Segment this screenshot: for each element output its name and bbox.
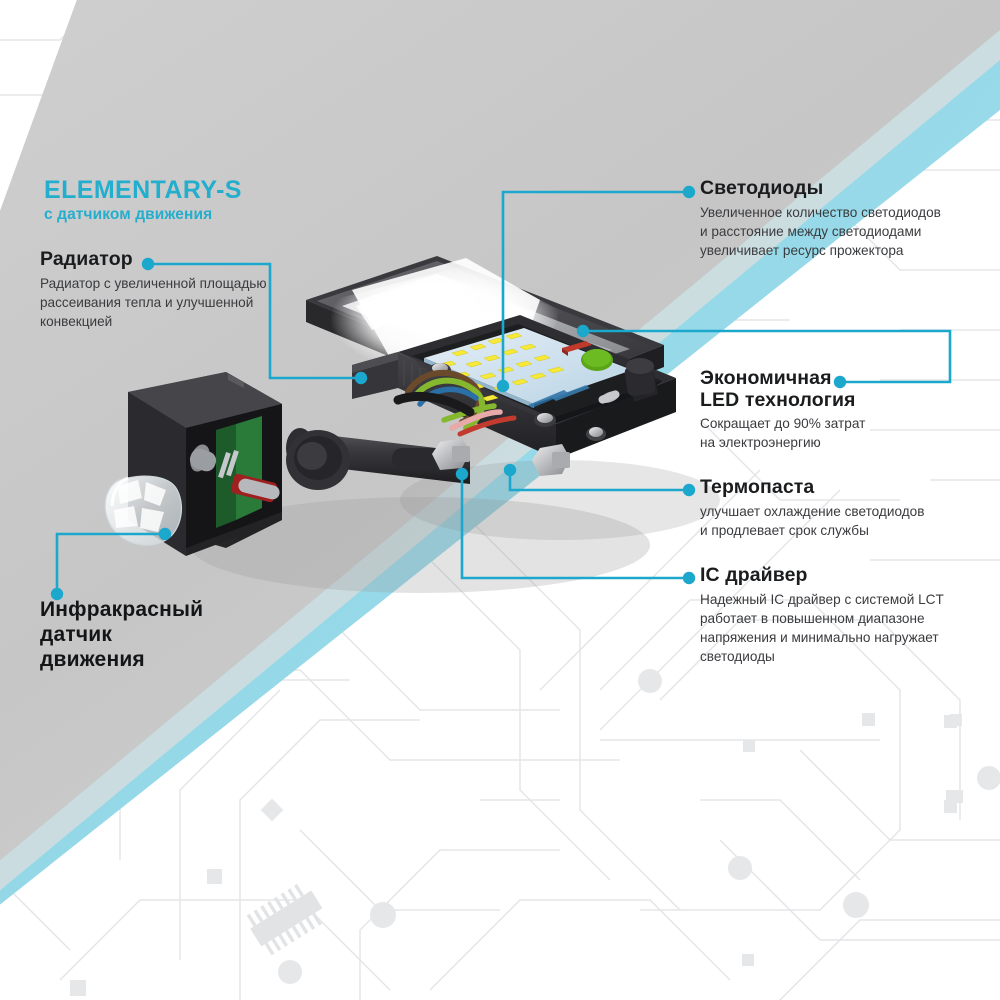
- callout-ic-driver-body: Надежный IC драйвер с системой LCT работ…: [700, 591, 944, 664]
- callout-thermal-paste-title: Термопаста: [700, 476, 815, 498]
- wiring-harness: [393, 370, 517, 437]
- connector-ir-sensor: [55, 532, 161, 590]
- brand-subtitle: с датчиком движения: [44, 205, 213, 223]
- chip-icon: [246, 883, 322, 956]
- callout-ir-motion-sensor-title: Инфракрасный датчик движения: [40, 598, 204, 671]
- callout-dots: [50, 185, 847, 601]
- callout-leds-title: Светодиоды: [700, 177, 824, 199]
- callout-radiator-body: Радиатор с увеличенной площадью рассеива…: [40, 275, 267, 329]
- pir-sensor-module: [104, 372, 282, 556]
- brand-name: ELEMENTARY-S: [44, 176, 242, 204]
- callout-ic-driver-title: IC драйвер: [700, 564, 808, 586]
- connector-ic-driver: [460, 478, 685, 580]
- callout-thermal-paste[interactable]: Термопаста улучшает охлаждение светодиод…: [700, 476, 990, 540]
- callout-thermal-paste-body: улучшает охлаждение светодиодов и продле…: [700, 503, 925, 538]
- hex-bolt-right: [532, 444, 570, 476]
- hex-bolt-left: [432, 438, 470, 470]
- capacitor-red: [562, 341, 592, 352]
- brand-block: ELEMENTARY-S с датчиком движения: [44, 176, 374, 224]
- callout-led-technology[interactable]: Экономичная LED технология Сокращает до …: [700, 367, 980, 453]
- callout-leds[interactable]: Светодиоды Увеличенное количество светод…: [700, 177, 990, 260]
- callout-ir-motion-sensor[interactable]: Инфракрасный датчик движения: [40, 598, 290, 672]
- callout-led-technology-body: Сокращает до 90% затрат на электроэнерги…: [700, 416, 866, 451]
- connector-leds: [501, 190, 685, 382]
- mounting-bracket: [286, 427, 606, 490]
- callout-leds-body: Увеличенное количество светодиодов и рас…: [700, 204, 941, 258]
- connector-led-technology: [587, 329, 952, 384]
- connector-radiator: [152, 262, 357, 380]
- callout-radiator[interactable]: Радиатор Радиатор с увеличенной площадью…: [40, 248, 310, 331]
- callout-led-technology-title: Экономичная LED технология: [700, 367, 856, 412]
- callout-ic-driver[interactable]: IC драйвер Надежный IC драйвер с системо…: [700, 564, 990, 666]
- callout-radiator-title: Радиатор: [40, 248, 133, 270]
- connector-thermal-paste: [508, 466, 685, 492]
- fresnel-lens: [104, 475, 183, 546]
- led-pcb-module: [424, 328, 632, 427]
- thermal-paste-area: [598, 390, 620, 404]
- ic-driver-board: [624, 358, 658, 402]
